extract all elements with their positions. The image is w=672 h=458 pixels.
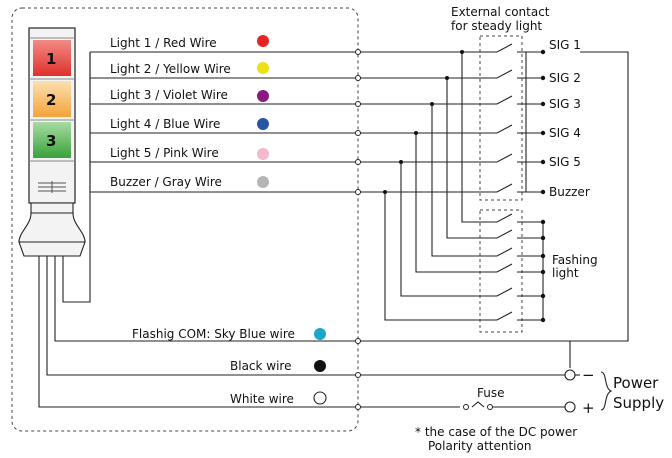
flash-taps [384, 52, 490, 321]
base-wires [38, 52, 570, 408]
fuse-label: Fuse [477, 386, 505, 400]
sig-label-3: SIG 3 [549, 97, 581, 111]
segment-num-3: 3 [46, 132, 56, 150]
white-dot-icon [313, 391, 327, 405]
junction-dots [383, 50, 464, 194]
red-dot-icon [257, 35, 269, 47]
device-enclosure [11, 7, 359, 432]
minus-sign: − [582, 366, 595, 384]
segment-orange [33, 81, 71, 117]
sig-label-2: SIG 2 [549, 71, 581, 85]
supply-label: Supply [613, 394, 664, 412]
blue-dot-icon [257, 118, 269, 130]
wire-label-3: Light 3 / Violet Wire [110, 88, 228, 102]
sig-label-4: SIG 4 [549, 126, 581, 140]
light-wires [90, 51, 487, 193]
pink-dot-icon [257, 148, 269, 160]
note-line-2: Polarity attention [428, 439, 531, 453]
note-line-1: * the case of the DC power [415, 425, 577, 439]
sky-blue-dot-icon [314, 328, 326, 340]
steady-switches [487, 43, 543, 193]
segment-green [33, 122, 71, 158]
external-contact-title: External contact [451, 5, 550, 19]
wire-label-4: Light 4 / Blue Wire [110, 117, 220, 131]
flash-switch-box [479, 209, 523, 333]
sig-label-5: SIG 5 [549, 155, 581, 169]
wire-label-6: Buzzer / Gray Wire [110, 175, 222, 189]
signal-tower: 1 2 3 [18, 27, 86, 257]
buzzer-grille [38, 181, 66, 193]
power-label: Power [613, 374, 659, 392]
terminals [355, 49, 361, 410]
flashing-label-1: Fashing [552, 253, 598, 267]
flashing-label-2: light [552, 266, 579, 280]
violet-dot-icon [257, 90, 269, 102]
gray-dot-icon [257, 176, 269, 188]
segment-num-2: 2 [46, 91, 56, 109]
flash-switches [490, 213, 544, 321]
minus-terminal [564, 369, 576, 381]
wire-label-1: Light 1 / Red Wire [110, 36, 217, 50]
plus-sign: + [582, 399, 595, 417]
power-brace [600, 371, 613, 411]
black-dot-icon [314, 360, 326, 372]
yellow-dot-icon [257, 62, 269, 74]
tower-base [18, 212, 86, 243]
segment-red [33, 40, 71, 76]
sig-label-1: SIG 1 [549, 38, 581, 52]
white-wire-label: White wire [230, 392, 294, 406]
black-wire-label: Black wire [230, 359, 291, 373]
wire-label-2: Light 2 / Yellow Wire [110, 62, 231, 76]
wire-label-5: Light 5 / Pink Wire [110, 146, 219, 160]
steady-switch-box [479, 35, 523, 201]
sig-label-buzzer: Buzzer [549, 185, 590, 199]
flash-com-label: Flashig COM: Sky Blue wire [132, 327, 295, 341]
external-contact-subtitle: for steady light [451, 19, 542, 33]
power-wiring [471, 51, 629, 408]
segment-num-1: 1 [46, 50, 56, 68]
plus-terminal [564, 401, 576, 413]
